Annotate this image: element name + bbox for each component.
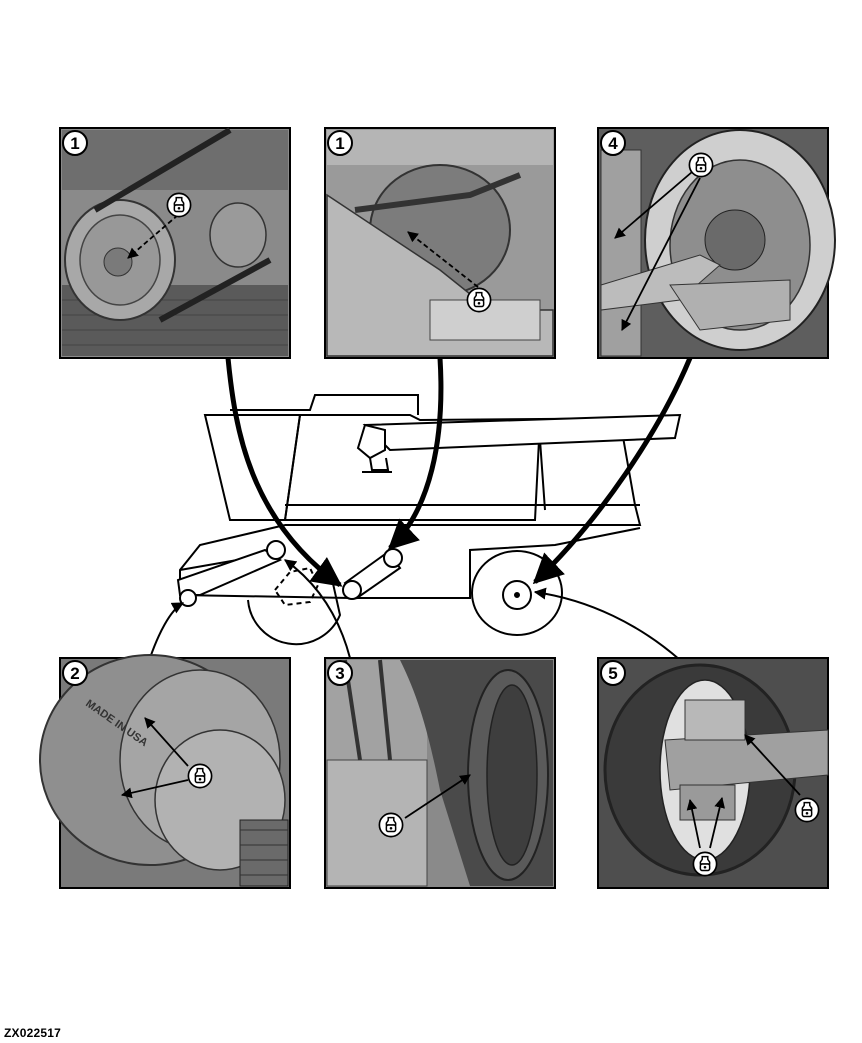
photo-panel-4	[597, 127, 836, 359]
panel-number: 1	[70, 134, 79, 153]
panel-number: 4	[608, 134, 618, 153]
photo-panel-3	[324, 657, 556, 889]
panel-number: 2	[70, 664, 79, 683]
panel-number: 1	[335, 134, 344, 153]
photo-panel-5	[597, 657, 829, 889]
panel-number: 3	[335, 664, 344, 683]
combine-outline	[176, 394, 682, 646]
photo-panel-1a	[59, 127, 291, 359]
connector-arrows	[149, 357, 693, 661]
panel-number: 5	[608, 664, 617, 683]
figure-reference-code: ZX022517	[4, 1026, 61, 1040]
photo-panel-1b	[324, 127, 556, 359]
panel-number-badges: 1 1 4 2 3 5	[62, 130, 626, 686]
photo-panel-2: MADE IN USA	[39, 654, 291, 889]
